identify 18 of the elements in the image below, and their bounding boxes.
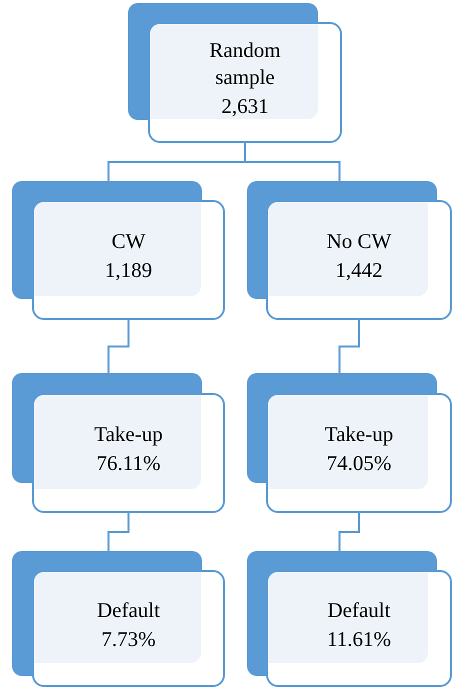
node-value: 1,189: [104, 257, 152, 284]
node-value: 7.73%: [101, 626, 156, 652]
node-title: No CW: [326, 228, 392, 255]
connector-line: [108, 320, 130, 373]
connector-line: [338, 320, 360, 373]
node-title: Default: [97, 596, 160, 624]
node-title: CW: [112, 228, 146, 255]
connector-line: [108, 513, 130, 551]
node-value: 2,631: [221, 93, 269, 120]
node-value: 74.05%: [326, 450, 392, 477]
node-value: 1,442: [335, 257, 383, 284]
node-title: Take-up: [324, 421, 394, 448]
node-value: 76.11%: [96, 450, 160, 477]
node-title: Take-up: [94, 421, 163, 448]
node-title: Default: [328, 596, 390, 624]
connector-line: [338, 513, 360, 551]
node-title: Random sample: [208, 37, 282, 91]
node-value: 11.61%: [327, 626, 391, 652]
